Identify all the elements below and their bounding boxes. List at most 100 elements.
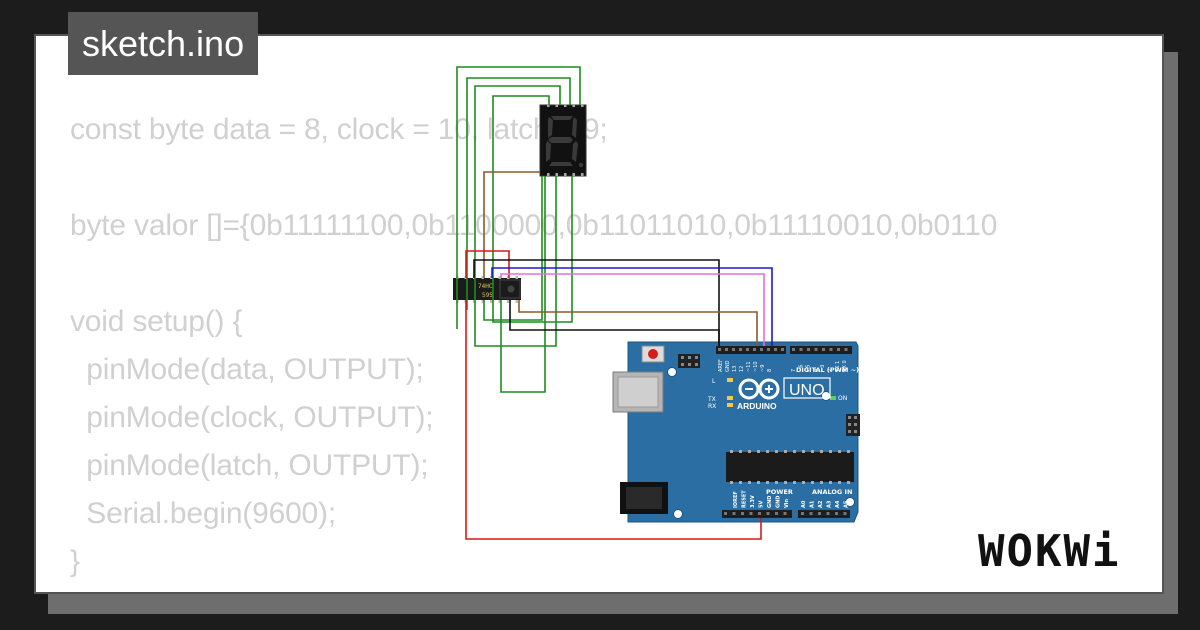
chip-notch — [507, 285, 515, 293]
chip-pin — [490, 300, 493, 303]
digital-header-left — [716, 346, 786, 354]
mcu-pin — [811, 481, 814, 484]
code-line: pinMode(clock, OUTPUT); — [70, 401, 434, 434]
mcu-pin — [730, 481, 733, 484]
mcu-pin — [748, 481, 751, 484]
pin-label: ~5 — [806, 365, 812, 372]
led-rx — [727, 403, 733, 407]
mcu-pin — [829, 481, 832, 484]
display-pin — [555, 173, 558, 176]
pin-label: TX 1 — [835, 361, 841, 373]
header-pin — [837, 348, 840, 351]
wire-black-2[interactable] — [509, 300, 720, 346]
analog-header — [798, 510, 850, 518]
chip-label-line2: 595 — [482, 292, 493, 299]
header-pin — [724, 512, 727, 515]
header-pin — [829, 348, 833, 351]
code-line: void setup() { — [70, 305, 243, 338]
header-pin — [739, 348, 742, 351]
analog-in-label: ANALOG IN — [812, 488, 852, 496]
pin-label: A0 — [801, 500, 807, 508]
chip-pin — [515, 276, 518, 279]
shift-register-74hc595[interactable]: 74HC 595 — [453, 276, 521, 303]
header-pin — [781, 348, 784, 351]
mcu-pin — [811, 450, 814, 453]
pin-label: A3 — [827, 500, 833, 508]
header-pin — [774, 348, 777, 351]
mcu-pin — [784, 481, 787, 484]
wire-red-vcc[interactable] — [465, 250, 510, 278]
mcu-pin — [739, 481, 742, 484]
wire-green-2[interactable] — [466, 77, 571, 310]
mcu-pin — [766, 481, 769, 484]
header-pin — [801, 512, 804, 515]
reset-button-cap[interactable] — [648, 349, 658, 359]
mcu-pin — [802, 450, 805, 453]
mcu-pin — [793, 481, 796, 484]
header-pin — [718, 348, 721, 351]
mcu-pin — [820, 450, 823, 453]
pin-label: 13 — [732, 366, 738, 372]
mcu-pin — [793, 450, 796, 453]
wire-black-1[interactable] — [473, 259, 720, 346]
mcu-pin — [730, 450, 733, 453]
wire-brown-clock[interactable] — [518, 300, 758, 346]
wire-green-1[interactable] — [456, 66, 581, 329]
header-pin — [822, 348, 825, 351]
display-pin — [564, 173, 567, 176]
led-l — [727, 378, 733, 382]
header-pin — [741, 512, 744, 515]
display-pin — [564, 104, 567, 107]
wire-blue-data[interactable] — [491, 267, 773, 346]
digital-header-right — [790, 346, 852, 354]
mcu-pin — [838, 450, 841, 453]
wire-green-3[interactable] — [474, 85, 561, 347]
pin-label: 5V — [759, 501, 765, 508]
pin-label: A4 — [835, 500, 841, 508]
header-pin — [767, 348, 770, 351]
header-pin — [807, 348, 810, 351]
mcu-pin — [820, 481, 823, 484]
mcu-pin — [847, 450, 850, 453]
chip-pin — [515, 300, 518, 303]
header-pin — [725, 348, 728, 351]
chip-pin — [481, 300, 484, 303]
header-pin — [792, 348, 795, 351]
led-on — [830, 396, 836, 400]
pin-label: ~9 — [760, 365, 766, 372]
page-title: sketch.ino — [68, 12, 259, 75]
wire-red-5v[interactable] — [465, 300, 762, 540]
display-pin — [572, 104, 575, 107]
mcu-pin — [775, 481, 778, 484]
wire-brown-common[interactable] — [483, 171, 540, 278]
pin-label: 8 — [767, 369, 773, 372]
header-pin — [799, 348, 803, 351]
header-pin — [766, 512, 770, 515]
display-pin — [581, 173, 584, 176]
uno-badge — [783, 377, 831, 399]
pin-label: ~3 — [820, 365, 826, 372]
header-pin — [826, 512, 830, 515]
arduino-brand-text: ARDUINO — [737, 401, 777, 411]
arduino-model-text: UNO — [789, 382, 825, 399]
led-rx-label: RX — [708, 403, 716, 410]
pin-label: A2 — [818, 500, 824, 508]
chip-pin — [498, 276, 501, 279]
pin-label: GND — [725, 360, 731, 372]
header-pin — [818, 512, 821, 515]
wire-green-5[interactable] — [500, 176, 546, 393]
mcu-pin — [739, 450, 742, 453]
display-pin — [581, 104, 584, 107]
header-pin — [775, 512, 778, 515]
seven-segment-display[interactable] — [539, 104, 587, 177]
pin-label: GND — [776, 496, 782, 508]
display-pin — [572, 173, 575, 176]
mcu-pin — [757, 481, 760, 484]
wire-pink-latch[interactable] — [500, 273, 765, 346]
wire-green-6[interactable] — [483, 176, 543, 321]
wire-green-4[interactable] — [492, 95, 573, 323]
chip-pin — [498, 300, 501, 303]
mcu-pin — [829, 450, 832, 453]
pin-label: IOREF — [733, 491, 739, 508]
